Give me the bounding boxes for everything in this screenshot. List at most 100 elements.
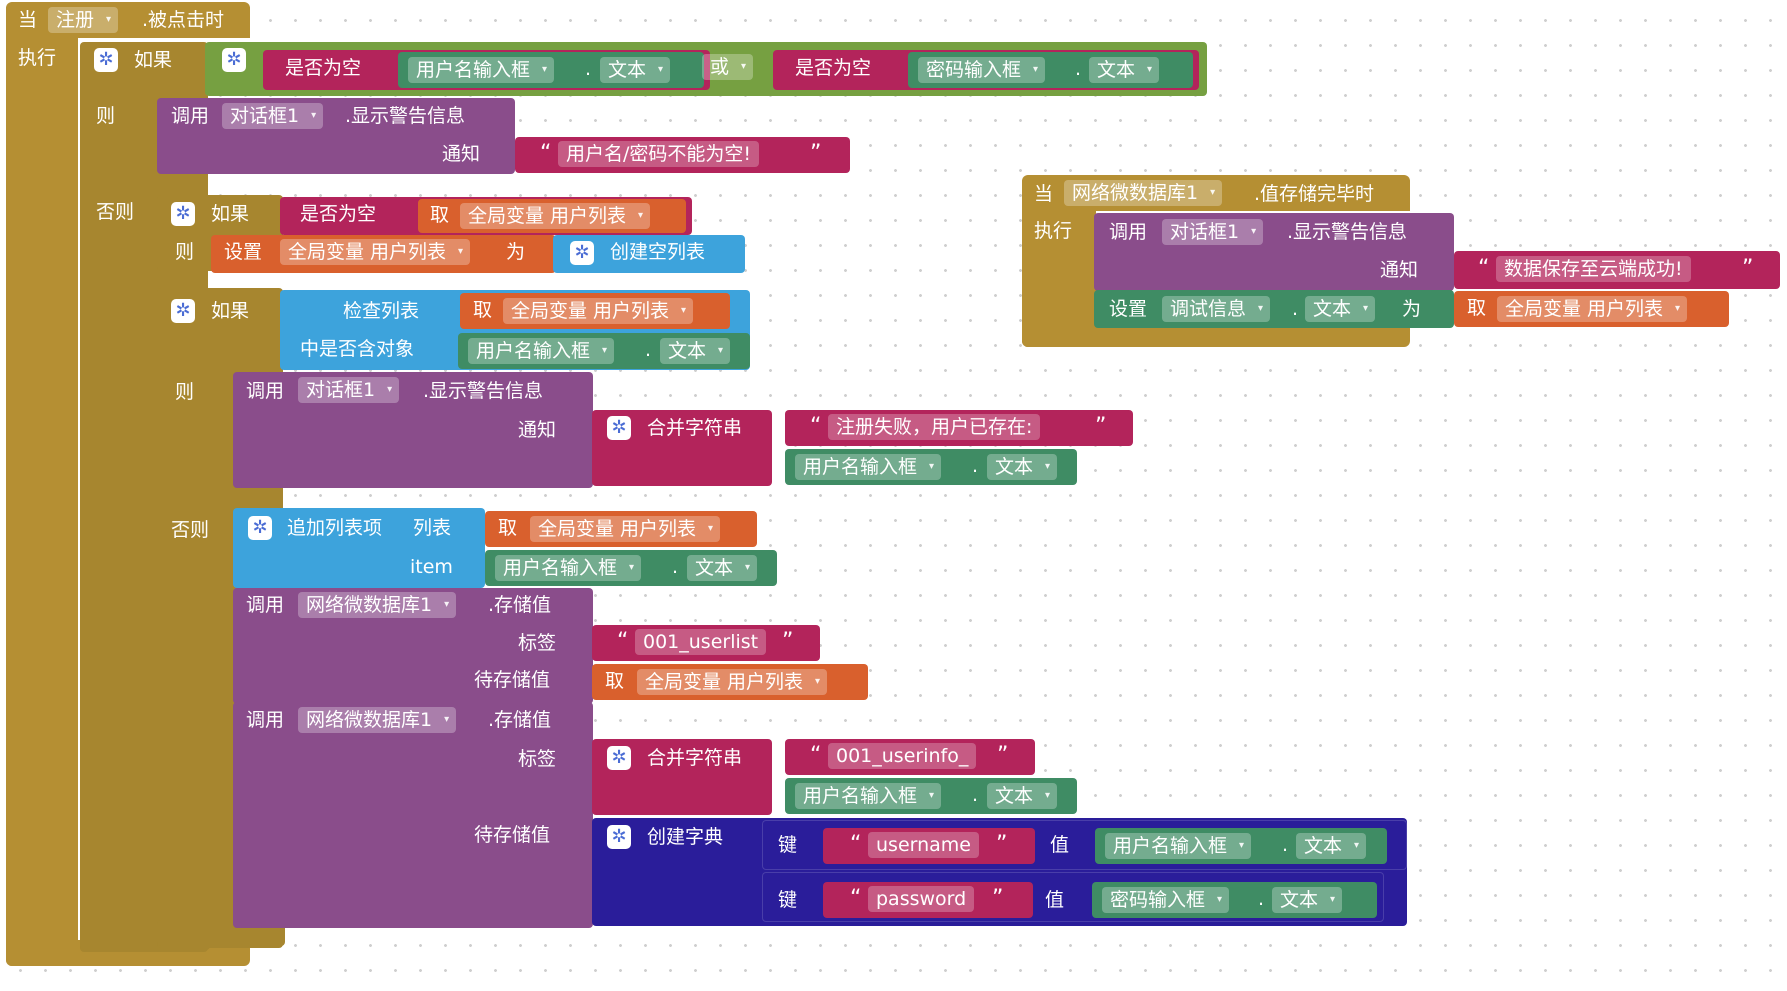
show-alert-call-2[interactable] <box>233 372 593 488</box>
dialog-dropdown[interactable]: 对话框1▾ <box>222 103 324 129</box>
dot-label: . <box>585 58 592 80</box>
username-box-dropdown[interactable]: 用户名输入框▾ <box>1105 833 1252 859</box>
username-box-dropdown[interactable]: 用户名输入框▾ <box>408 57 555 83</box>
username-box-dropdown[interactable]: 用户名输入框▾ <box>468 338 615 364</box>
append-list-item-block[interactable] <box>233 508 485 588</box>
string-block[interactable] <box>785 410 1133 446</box>
username-text-getter[interactable] <box>1095 828 1387 864</box>
global-var-dropdown[interactable]: 全局变量 用户列表▾ <box>280 239 471 265</box>
gear-icon[interactable]: ✲ <box>248 516 272 540</box>
key-string-value[interactable]: password <box>868 886 975 912</box>
text-prop-label: 文本 <box>1097 59 1136 81</box>
username-box-dropdown[interactable]: 用户名输入框▾ <box>795 454 942 480</box>
string-value[interactable]: 001_userlist <box>635 629 767 655</box>
global-var-dropdown[interactable]: 全局变量 用户列表▾ <box>503 298 694 324</box>
key-string-value[interactable]: username <box>868 832 979 858</box>
store-value-call-2[interactable] <box>233 702 593 928</box>
get-global-block[interactable] <box>1454 291 1729 327</box>
text-prop-dropdown[interactable]: 文本▾ <box>600 57 671 83</box>
global-var-dropdown[interactable]: 全局变量 用户列表▾ <box>1497 296 1688 322</box>
get-global-block[interactable] <box>592 664 868 700</box>
dialog-dropdown[interactable]: 对话框1▾ <box>1162 219 1264 245</box>
chevron-down-icon: ▾ <box>601 345 608 356</box>
username-text-getter[interactable] <box>458 333 750 369</box>
gear-icon[interactable]: ✲ <box>94 48 118 72</box>
chevron-down-icon: ▾ <box>744 562 751 573</box>
username-text-getter[interactable] <box>398 52 704 88</box>
or-operator-dropdown[interactable]: 或▾ <box>702 54 754 80</box>
join-label: 合并字符串 <box>647 747 743 769</box>
string-value[interactable]: 001_userinfo_ <box>828 743 977 769</box>
db-dropdown[interactable]: 网络微数据库1▾ <box>298 592 457 618</box>
chevron-down-icon: ▾ <box>1238 840 1245 851</box>
password-box-dropdown[interactable]: 密码输入框▾ <box>918 57 1046 83</box>
global-var-dropdown[interactable]: 全局变量 用户列表▾ <box>530 516 721 542</box>
dot-label: . <box>972 784 979 806</box>
username-text-getter[interactable] <box>485 550 777 586</box>
text-prop-label: 文本 <box>995 785 1034 807</box>
gear-icon[interactable]: ✲ <box>607 746 631 770</box>
register-click-event-block[interactable] <box>6 2 250 38</box>
then-label: 则 <box>96 105 116 127</box>
set-debug-text-block[interactable] <box>1094 290 1454 328</box>
register-click-event-body[interactable] <box>6 36 78 966</box>
text-prop-dropdown[interactable]: 文本▾ <box>1089 57 1160 83</box>
string-block[interactable] <box>592 625 820 661</box>
text-prop-dropdown[interactable]: 文本▾ <box>1305 296 1376 322</box>
set-global-block[interactable] <box>211 235 556 273</box>
username-box-dropdown[interactable]: 用户名输入框▾ <box>495 555 642 581</box>
get-global-block[interactable] <box>418 199 686 233</box>
dot-label: . <box>1292 298 1299 320</box>
text-prop-dropdown[interactable]: 文本▾ <box>687 555 758 581</box>
key-label: 键 <box>778 889 798 911</box>
register-component-label: 注册 <box>56 9 95 31</box>
db-stored-event-footer[interactable] <box>1022 327 1410 347</box>
key-string-block[interactable] <box>823 882 1033 918</box>
chevron-down-icon: ▾ <box>708 523 714 534</box>
text-prop-dropdown[interactable]: 文本▾ <box>1272 887 1343 913</box>
db-stored-event-block[interactable] <box>1022 175 1410 211</box>
dialog-dropdown[interactable]: 对话框1▾ <box>298 377 400 403</box>
string-block[interactable] <box>1454 251 1780 289</box>
show-alert-call-1[interactable] <box>157 98 515 174</box>
username-text-getter[interactable] <box>785 778 1077 814</box>
text-prop-dropdown[interactable]: 文本▾ <box>1296 833 1367 859</box>
db-dropdown[interactable]: 网络微数据库1▾ <box>298 707 457 733</box>
register-component-dropdown[interactable]: 注册▾ <box>48 7 119 33</box>
when-label: 当 <box>1034 183 1054 205</box>
text-prop-dropdown[interactable]: 文本▾ <box>987 783 1058 809</box>
gear-icon[interactable]: ✲ <box>171 299 195 323</box>
quote-close: ” <box>1095 414 1107 439</box>
call-label: 调用 <box>171 105 210 127</box>
db-component-dropdown[interactable]: 网络微数据库1▾ <box>1064 180 1223 206</box>
db-stored-event-body[interactable] <box>1022 209 1096 347</box>
gear-icon[interactable]: ✲ <box>607 825 631 849</box>
value-label: 值 <box>1045 889 1065 911</box>
method-label: .显示警告信息 <box>345 105 466 127</box>
string-value[interactable]: 注册失败，用户已存在: <box>828 414 1041 440</box>
string-block[interactable] <box>785 739 1035 775</box>
global-var-dropdown[interactable]: 全局变量 用户列表▾ <box>637 669 828 695</box>
password-text-getter[interactable] <box>1092 882 1377 918</box>
get-global-block[interactable] <box>460 293 730 329</box>
call-label: 调用 <box>246 380 285 402</box>
string-value[interactable]: 数据保存至云端成功! <box>1496 256 1691 282</box>
username-text-getter[interactable] <box>785 449 1077 485</box>
global-var-dropdown[interactable]: 全局变量 用户列表▾ <box>460 203 651 229</box>
string-value[interactable]: 用户名/密码不能为空! <box>558 141 760 167</box>
password-text-getter[interactable] <box>908 52 1193 88</box>
gear-icon[interactable]: ✲ <box>171 202 195 226</box>
key-string-block[interactable] <box>823 828 1035 864</box>
get-global-block[interactable] <box>485 511 757 547</box>
password-box-dropdown[interactable]: 密码输入框▾ <box>1102 887 1230 913</box>
gear-icon[interactable]: ✲ <box>222 48 246 72</box>
text-prop-dropdown[interactable]: 文本▾ <box>660 338 731 364</box>
store-value-call-1[interactable] <box>233 588 593 704</box>
debug-dropdown[interactable]: 调试信息▾ <box>1162 296 1271 322</box>
string-block[interactable] <box>515 137 850 173</box>
username-box-dropdown[interactable]: 用户名输入框▾ <box>795 783 942 809</box>
text-prop-dropdown[interactable]: 文本▾ <box>987 454 1058 480</box>
gear-icon[interactable]: ✲ <box>607 416 631 440</box>
show-alert-call-3[interactable] <box>1094 213 1454 291</box>
gear-icon[interactable]: ✲ <box>570 241 594 265</box>
